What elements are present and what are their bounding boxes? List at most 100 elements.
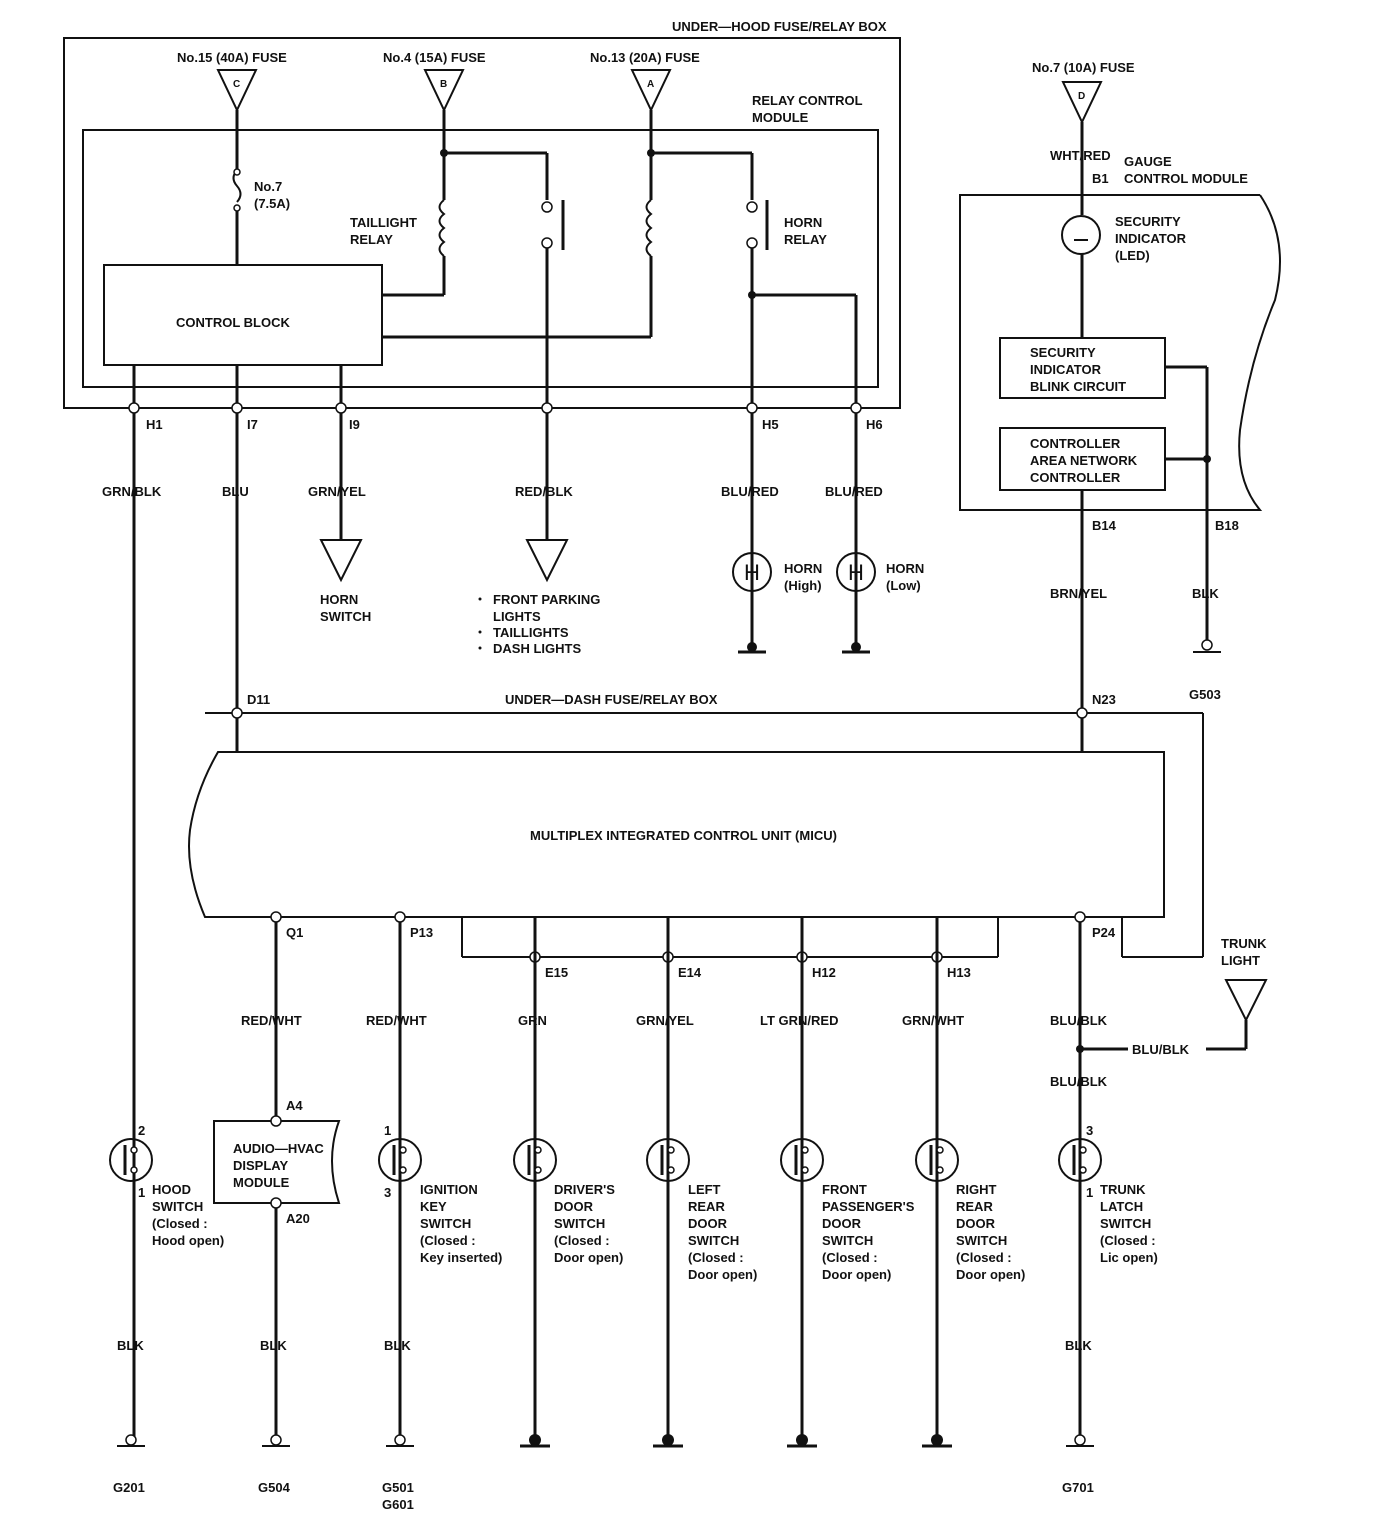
label-p24: P24	[1092, 925, 1116, 940]
can-label-3: CONTROLLER	[1030, 470, 1121, 485]
fuse-c-triangle	[216, 69, 258, 113]
front-pass-label-6: Door open)	[822, 1267, 891, 1282]
wire-label-blu-blk-1: BLU/BLK	[1050, 1013, 1108, 1028]
front-passenger-door-switch-icon	[780, 1138, 824, 1182]
hood-switch-label-2: SWITCH	[152, 1199, 203, 1214]
wire-label-blu: BLU	[222, 484, 249, 499]
ground-g504-icon	[262, 1434, 290, 1447]
horn-low-label-1: HORN	[886, 561, 924, 576]
wire-label-blk-1: BLK	[117, 1338, 144, 1353]
fuse-7-5a-top	[233, 168, 241, 176]
front-lights-label-2: LIGHTS	[493, 609, 541, 624]
ground-driver-icon	[520, 1434, 550, 1448]
fuse-7-label: No.7 (10A) FUSE	[1032, 60, 1135, 75]
front-lights-label-1: FRONT PARKING	[493, 592, 600, 607]
bullet-3	[478, 646, 482, 650]
label-h1: H1	[146, 417, 163, 432]
wire-label-blk-4: BLK	[1065, 1338, 1092, 1353]
trunk-pin-3: 3	[1086, 1123, 1093, 1138]
horn-coil-icon	[645, 199, 653, 257]
ground-g701-icon	[1066, 1434, 1094, 1447]
trunk-latch-label-1: TRUNK	[1100, 1182, 1146, 1197]
label-e15: E15	[545, 965, 568, 980]
conn-d11	[231, 707, 243, 719]
ground-front-pass-icon	[787, 1434, 817, 1448]
fuse-c-letter: C	[233, 79, 240, 90]
right-rear-door-switch-icon	[915, 1138, 959, 1182]
trunk-latch-label-4: (Closed :	[1100, 1233, 1156, 1248]
horn-high-letter: H	[744, 560, 760, 585]
right-rear-label-6: Door open)	[956, 1267, 1025, 1282]
label-n23: N23	[1092, 692, 1116, 707]
label-i9: I9	[349, 417, 360, 432]
blink-label-1: SECURITY	[1030, 345, 1096, 360]
micu-box	[188, 751, 1165, 918]
ground-g503-label: G503	[1189, 687, 1221, 702]
hood-switch-label-1: HOOD	[152, 1182, 191, 1197]
wire-label-lt-grn-red: LT GRN/RED	[760, 1013, 838, 1028]
left-rear-label-3: DOOR	[688, 1216, 728, 1231]
front-pass-label-3: DOOR	[822, 1216, 862, 1231]
wire-label-blu-red-2: BLU/RED	[825, 484, 883, 499]
front-pass-label-4: SWITCH	[822, 1233, 873, 1248]
fuse-13-label: No.13 (20A) FUSE	[590, 50, 700, 65]
ground-g201-label: G201	[113, 1480, 145, 1495]
gauge-module-box	[959, 194, 1281, 511]
driver-label-3: SWITCH	[554, 1216, 605, 1231]
trunk-latch-label-3: SWITCH	[1100, 1216, 1151, 1231]
wire-label-blu-red-1: BLU/RED	[721, 484, 779, 499]
fuse-15-label: No.15 (40A) FUSE	[177, 50, 287, 65]
audio-label-2: DISPLAY	[233, 1158, 288, 1173]
gauge-label-2: CONTROL MODULE	[1124, 171, 1248, 186]
horn-high-ground-dot	[747, 642, 757, 652]
security-led-label-2: INDICATOR	[1115, 231, 1187, 246]
label-e14: E14	[678, 965, 702, 980]
ground-g504-label: G504	[258, 1480, 291, 1495]
security-led-label-3: (LED)	[1115, 248, 1150, 263]
junction-trunk	[1076, 1045, 1084, 1053]
label-a20: A20	[286, 1211, 310, 1226]
ground-g701-label: G701	[1062, 1480, 1094, 1495]
taillight-contact-top	[541, 201, 553, 213]
wire-label-red-wht-1: RED/WHT	[241, 1013, 302, 1028]
horn-low-icon	[836, 552, 876, 592]
hood-pin-2: 2	[138, 1123, 145, 1138]
fuse-b-triangle	[423, 69, 465, 113]
ground-g501-label: G501	[382, 1480, 414, 1495]
driver-label-5: Door open)	[554, 1250, 623, 1265]
horn-high-icon	[732, 552, 772, 592]
label-a4: A4	[286, 1098, 303, 1113]
conn-i7	[231, 402, 243, 414]
wire-label-blk-2: BLK	[260, 1338, 287, 1353]
conn-p13	[394, 911, 406, 923]
horn-switch-arrow	[319, 539, 363, 583]
can-label-1: CONTROLLER	[1030, 436, 1121, 451]
trunk-light-label-1: TRUNK	[1221, 936, 1267, 951]
wire-label-grn-blk: GRN/BLK	[102, 484, 162, 499]
driver-label-1: DRIVER'S	[554, 1182, 615, 1197]
horn-relay-label-2: RELAY	[784, 232, 827, 247]
wire-label-blk-3: BLK	[384, 1338, 411, 1353]
ground-g503-dot	[1201, 639, 1213, 651]
trunk-latch-label-2: LATCH	[1100, 1199, 1143, 1214]
front-lights-arrow	[525, 539, 569, 583]
relay-control-module-box	[82, 129, 879, 388]
label-h5: H5	[762, 417, 779, 432]
junction-gauge	[1203, 455, 1211, 463]
ignition-label-2: KEY	[420, 1199, 447, 1214]
taillight-relay-label-1: TAILLIGHT	[350, 215, 417, 230]
security-led-label-1: SECURITY	[1115, 214, 1181, 229]
left-rear-label-4: SWITCH	[688, 1233, 739, 1248]
hood-switch-label-4: Hood open)	[152, 1233, 224, 1248]
label-b14: B14	[1092, 518, 1117, 533]
ignition-pin-1: 1	[384, 1123, 391, 1138]
fuse-7-5a-label-2: (7.5A)	[254, 196, 290, 211]
fuse-7-5a-label-1: No.7	[254, 179, 282, 194]
wire-label-blu-blk-3: BLU/BLK	[1050, 1074, 1108, 1089]
fuse-7-5a-bottom	[233, 204, 241, 212]
wire-label-grn-yel-2: GRN/YEL	[636, 1013, 694, 1028]
fuse-7-5a-icon	[232, 169, 242, 203]
label-b18: B18	[1215, 518, 1239, 533]
fuse-4-label: No.4 (15A) FUSE	[383, 50, 486, 65]
